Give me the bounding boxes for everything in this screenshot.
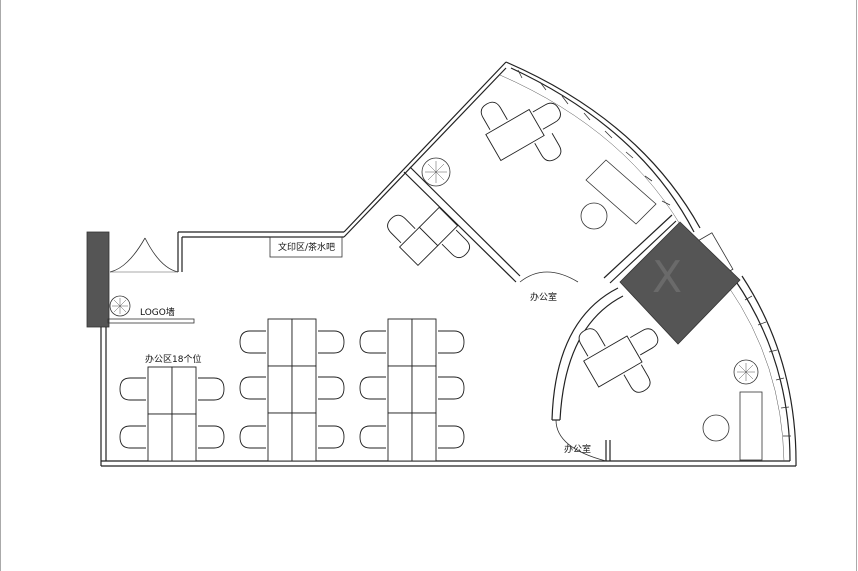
logo-wall [107, 318, 195, 324]
logo-wall-label: LOGO墙 [140, 306, 175, 318]
entrance-pillar [86, 231, 110, 328]
plant-icon [733, 359, 759, 385]
desk-cluster-middle [239, 318, 345, 462]
upper-office-partition [403, 166, 677, 284]
lower-office-cabinet [702, 391, 763, 461]
lower-office-desk [578, 328, 659, 393]
lower-office-door[interactable] [555, 419, 607, 462]
lower-office-label: 办公室 [564, 443, 591, 455]
desk-cluster-right [359, 318, 465, 462]
desk-cluster-diagonal [387, 206, 471, 267]
entrance-door[interactable] [109, 237, 179, 273]
desk-cluster-left [119, 366, 225, 462]
upper-office-door[interactable] [519, 271, 579, 283]
lower-office-partition [551, 287, 624, 461]
print-bar-counter [269, 236, 343, 258]
open-office-label: 办公区18个位 [145, 353, 201, 365]
svg-text:Ⅹ: Ⅹ [652, 252, 682, 303]
facade-mullions-upper [517, 69, 671, 206]
upper-office-desk [480, 101, 562, 162]
upper-office-cabinet [580, 159, 657, 230]
plant-icon [109, 295, 131, 317]
upper-office-label: 办公室 [530, 291, 557, 303]
plant-icon [421, 157, 451, 187]
print-bar-label: 文印区/茶水吧 [278, 241, 335, 253]
watermark-logo: Ⅹ [619, 221, 741, 345]
outer-walls [100, 61, 797, 467]
facade-mullions-lower [744, 295, 791, 437]
